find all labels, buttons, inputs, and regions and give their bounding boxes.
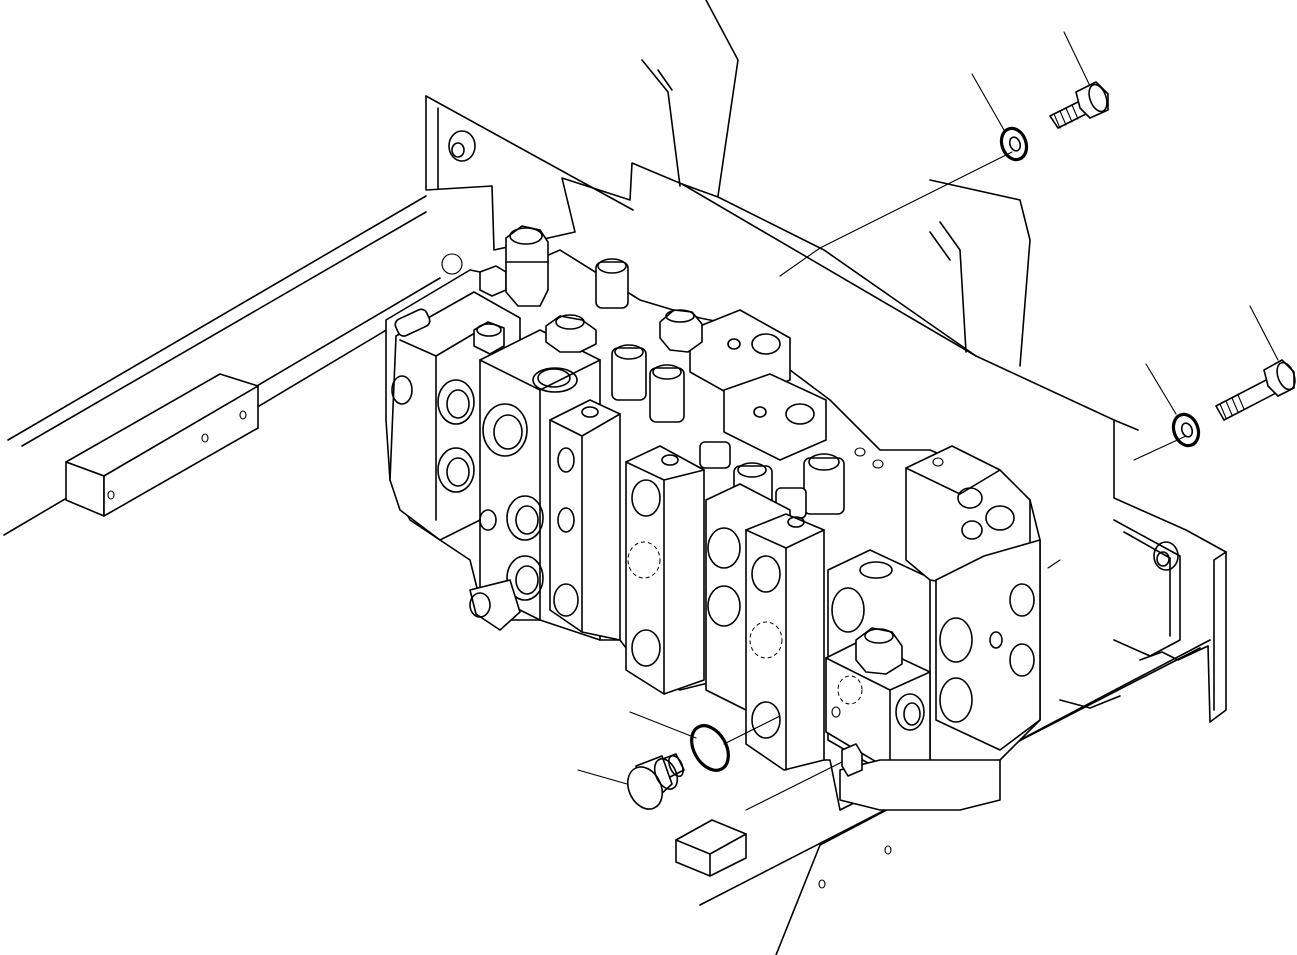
callout-bolt-right [1249, 305, 1279, 361]
callout-leaders [577, 31, 1279, 787]
callout-plug [577, 769, 635, 787]
plug [626, 753, 685, 810]
callout-washer-right [1145, 363, 1177, 415]
washer-upper [999, 126, 1029, 162]
left-rail [3, 195, 441, 536]
bolt-upper [1049, 81, 1109, 129]
callout-washer-upper [971, 73, 1005, 131]
washer-right [1171, 412, 1201, 448]
control-valve [385, 225, 1041, 811]
bolt-right [1215, 359, 1296, 421]
callout-o-ring [629, 711, 697, 739]
o-ring [690, 724, 730, 772]
connector [675, 743, 863, 877]
callout-bolt-upper [1063, 31, 1091, 87]
mounting-bracket [425, 0, 1227, 955]
